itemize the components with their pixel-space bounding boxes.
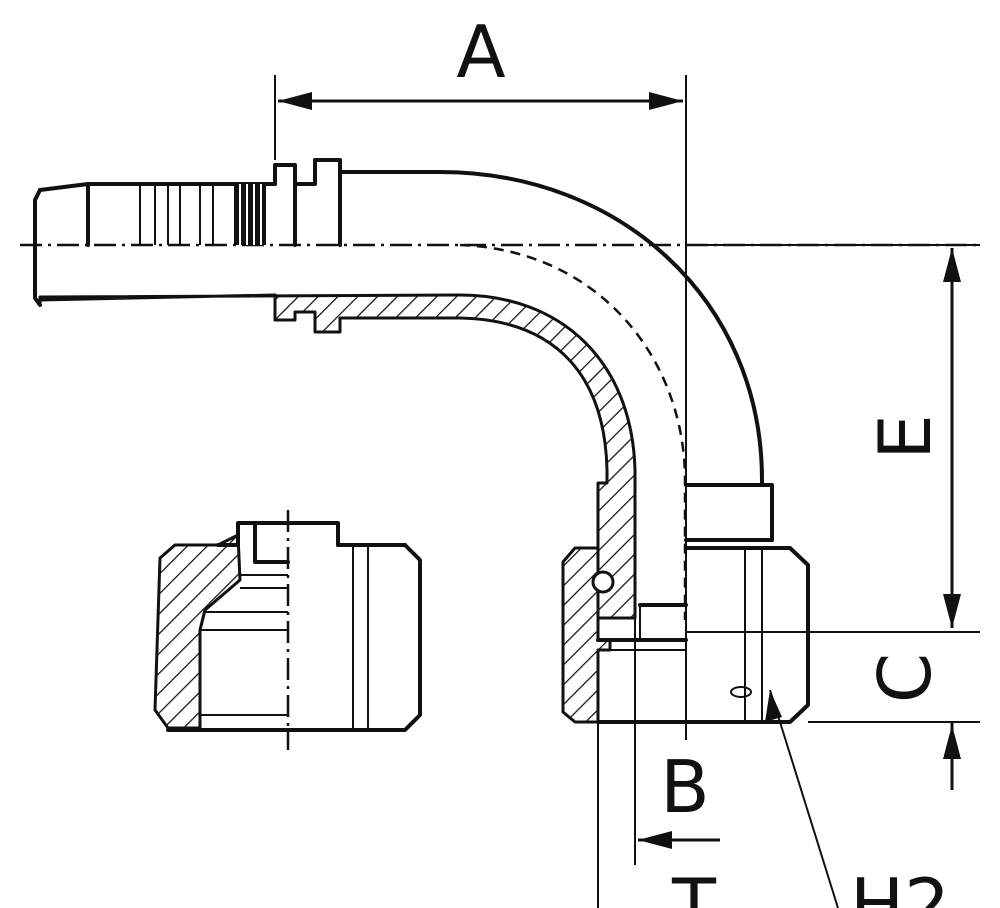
label-h2: H2 xyxy=(850,863,950,908)
dimension-e: E xyxy=(686,244,980,628)
label-e: E xyxy=(863,414,947,460)
label-a: A xyxy=(456,10,505,94)
elbow-bore-hidden xyxy=(459,243,687,620)
leader-h2: H2 xyxy=(765,689,950,908)
hose-tail xyxy=(33,158,362,307)
dimension-b: B xyxy=(597,618,720,908)
label-t: T xyxy=(671,863,717,908)
label-c: C xyxy=(863,653,947,703)
dimension-c: C xyxy=(808,631,980,790)
loose-nut xyxy=(153,510,422,750)
label-b: B xyxy=(660,745,709,829)
elbow-section-wall xyxy=(38,293,637,620)
dimension-a: A xyxy=(274,10,687,740)
elbow-outer-contour xyxy=(338,170,764,487)
